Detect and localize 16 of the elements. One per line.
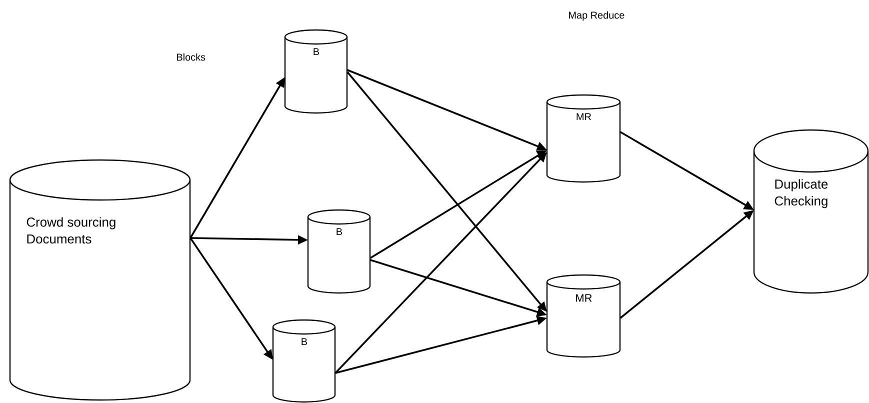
cylinder: MR <box>546 94 621 183</box>
node-label: B <box>336 228 342 236</box>
cylinder: B <box>284 29 348 114</box>
cylinder: Duplicate Checking <box>753 129 869 294</box>
heading-label: Map Reduce <box>569 11 624 21</box>
node-label: B <box>302 338 308 346</box>
node-label: MR <box>576 113 591 120</box>
node-label: B <box>314 48 320 56</box>
node-label: Duplicate Checking <box>774 179 828 208</box>
node-label: MR <box>576 294 592 302</box>
heading-label: Blocks <box>177 53 206 61</box>
cylinder: B <box>272 319 336 403</box>
cylinder: MR <box>546 274 621 358</box>
cylinder: Crowd sourcing Documents <box>9 159 191 401</box>
cylinder: B <box>307 209 371 294</box>
node-label: Crowd sourcing Documents <box>26 217 116 244</box>
